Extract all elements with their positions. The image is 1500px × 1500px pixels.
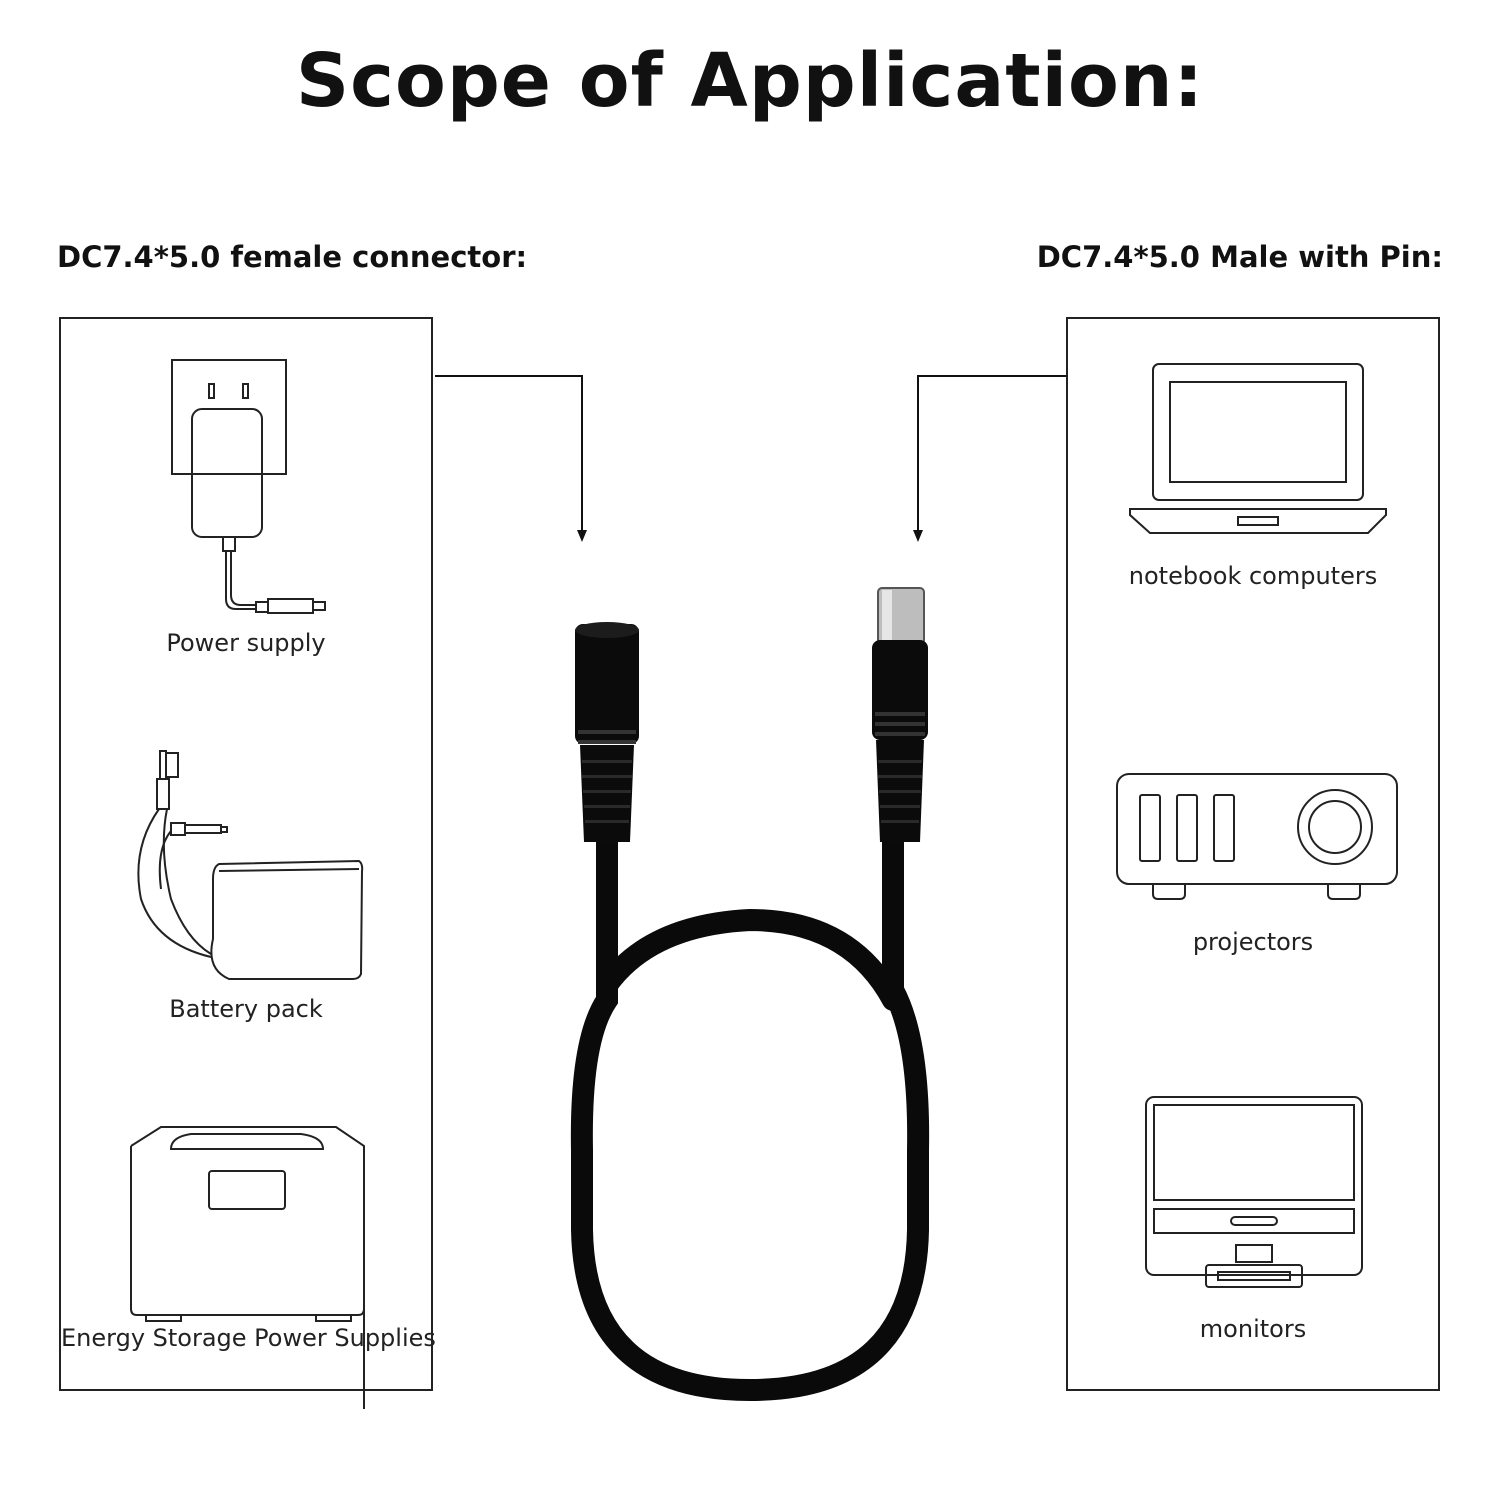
battery-pack-icon (137, 750, 364, 980)
item-label-energy-storage: Energy Storage Power Supplies (61, 1324, 436, 1352)
item-label-battery-pack: Battery pack (169, 995, 323, 1023)
item-label-power-supply: Power supply (166, 629, 326, 657)
laptop-icon (1129, 363, 1387, 534)
male-arrow-head (913, 530, 923, 542)
item-label-notebook-computers: notebook computers (1128, 562, 1378, 590)
male-connector-heading: DC7.4*5.0 Male with Pin: (1036, 240, 1443, 274)
male-pointer-line (917, 375, 1066, 532)
page-title: Scope of Application: (295, 38, 1205, 124)
item-label-projectors: projectors (1192, 928, 1314, 956)
projector-icon (1116, 773, 1398, 900)
cable-crossing (596, 908, 904, 1011)
item-label-monitors: monitors (1199, 1315, 1307, 1343)
female-pointer-line (435, 375, 583, 532)
power-adapter-icon (171, 359, 326, 614)
female-arrow-head (577, 530, 587, 542)
monitor-icon (1145, 1096, 1363, 1288)
cable-loop (570, 829, 930, 1402)
female-connector-panel: Power supply Battery pack Energy Stor (59, 317, 436, 1409)
energy-storage-icon (130, 1126, 365, 1409)
female-connector-heading: DC7.4*5.0 female connector: (57, 240, 528, 274)
male-connector-panel: notebook computers projectors monitors (1066, 317, 1440, 1391)
female-connector (575, 622, 639, 842)
male-connector (872, 587, 928, 842)
